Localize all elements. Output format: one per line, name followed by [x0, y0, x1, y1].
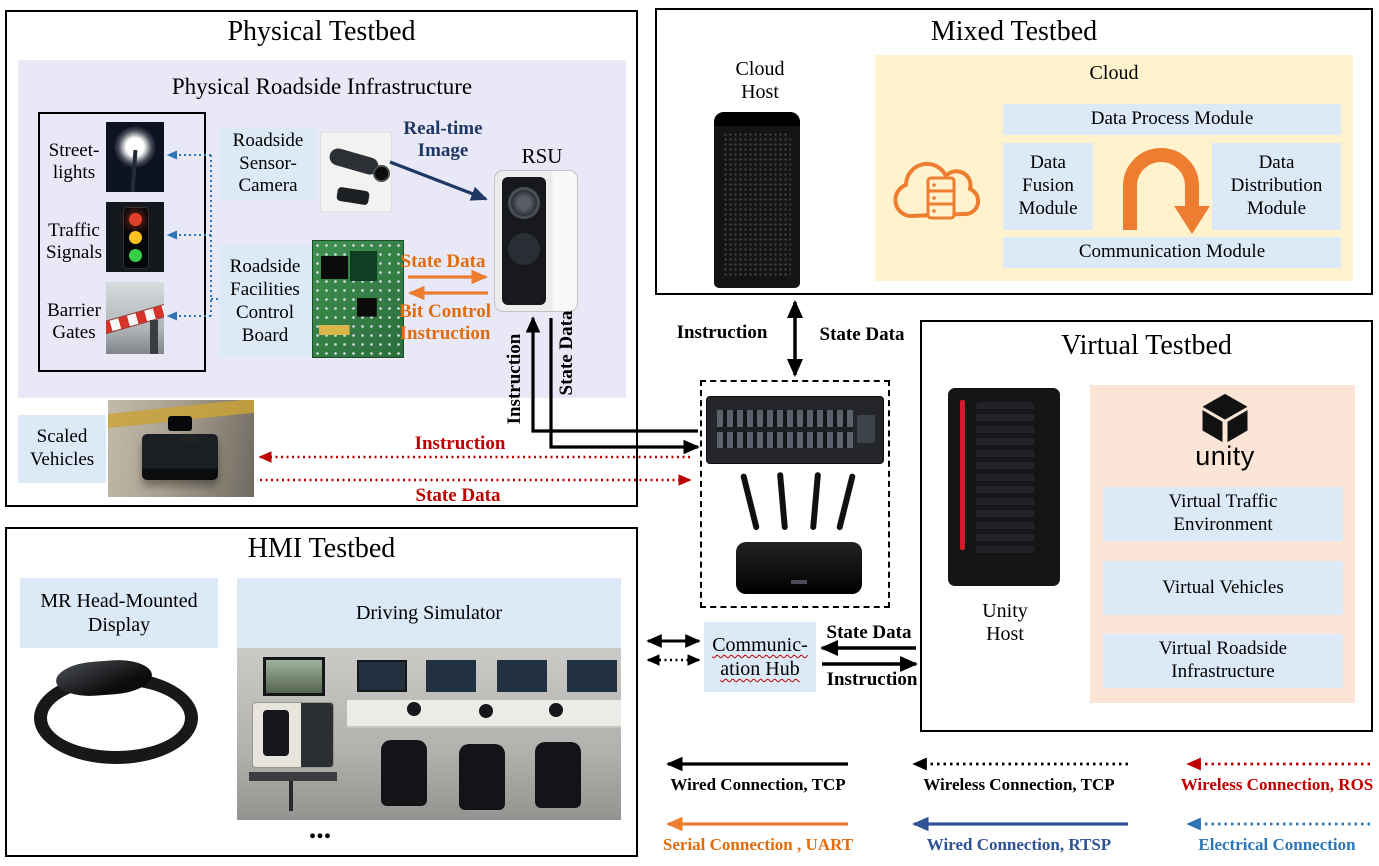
data-distribution-module-label: Data Distribution Module — [1230, 152, 1323, 219]
office-chair — [381, 740, 427, 806]
data-process-module-label: Data Process Module — [1090, 108, 1254, 130]
network-devices-box — [700, 380, 890, 608]
router-antenna — [776, 471, 788, 531]
legend-serial-uart-label: Serial Connection , UART — [662, 835, 854, 854]
roadside-camera-photo — [320, 132, 392, 212]
control-board-label: Roadside Facilities Control Board — [229, 256, 301, 346]
legend-wired-tcp-label: Wired Connection, TCP — [670, 775, 846, 794]
hub-state-data-label: State Data — [826, 622, 912, 643]
hub-instruction-label: Instruction — [826, 669, 918, 690]
unity-cube-left — [1202, 410, 1223, 443]
driving-simulator-photo-left — [237, 648, 347, 820]
server-shelves — [928, 189, 954, 206]
unity-cube-top — [1202, 393, 1248, 420]
router-antenna — [836, 472, 856, 531]
rsu-instruction-label: Instruction — [503, 333, 525, 425]
unity-cube-right — [1227, 410, 1248, 443]
realtime-image-label: Real-time Image — [403, 118, 483, 162]
control-board-photo — [312, 240, 404, 358]
street-lights-photo — [106, 122, 164, 192]
simulator-tripod — [289, 781, 293, 811]
control-board-box: Roadside Facilities Control Board — [218, 246, 312, 358]
vehicle-state-data-label: State Data — [415, 485, 501, 506]
barrier-gates-label: Barrier Gates — [47, 300, 101, 344]
network-switch-image — [706, 396, 884, 464]
cloud-host-tower-image — [714, 112, 800, 288]
driving-simulator-photo-right — [347, 648, 621, 820]
router-antenna — [740, 472, 760, 531]
driving-simulator-box: Driving Simulator — [237, 578, 621, 648]
communication-module: Communication Module — [1003, 237, 1341, 268]
rsu-label: RSU — [521, 144, 563, 168]
rsu-state-data-label: State Data — [555, 310, 577, 396]
virtual-testbed-title: Virtual Testbed — [1061, 330, 1232, 361]
bit-control-instruction-label: Bit Control Instruction — [398, 301, 491, 345]
physical-infrastructure-title: Physical Roadside Infrastructure — [171, 74, 473, 99]
legend-wired-rtsp-label: Wired Connection, RTSP — [926, 835, 1112, 854]
simulator-seat — [263, 710, 289, 756]
street-lights-label: Street-lights — [48, 140, 100, 184]
data-process-module: Data Process Module — [1003, 104, 1341, 135]
floor-marking — [108, 400, 254, 429]
cloud-server-icon — [893, 161, 981, 220]
virtual-roadside-infrastructure-module: Virtual Roadside Infrastructure — [1103, 634, 1343, 688]
vehicle-instruction-label: Instruction — [414, 433, 506, 454]
server-rack — [926, 176, 956, 220]
rsu-tower-image — [494, 170, 578, 312]
mr-display-label: MR Head-Mounted Display — [40, 590, 198, 636]
hmi-ellipsis: ... — [308, 812, 332, 845]
legend-wireless-tcp-label: Wireless Connection, TCP — [923, 775, 1115, 794]
virtual-traffic-environment-label: Virtual Traffic Environment — [1168, 491, 1278, 535]
roadside-sensor-camera-label: Roadside Sensor-Camera — [232, 129, 304, 197]
legend-electrical-label: Electrical Connection — [1198, 835, 1356, 854]
board-state-data-label: State Data — [400, 251, 486, 272]
router-antenna — [810, 471, 822, 531]
unity-logo-icon — [1202, 393, 1248, 443]
data-fusion-module-label: Data Fusion Module — [1018, 152, 1078, 219]
scaled-vehicles-label: Scaled Vehicles — [29, 426, 95, 470]
roadside-sensor-camera-box: Roadside Sensor-Camera — [218, 128, 318, 200]
communication-hub-label-line2: ation Hub — [720, 658, 800, 680]
wifi-router-image — [736, 470, 862, 600]
communication-module-label: Communication Module — [1078, 241, 1266, 263]
hmi-testbed-title: HMI Testbed — [247, 533, 396, 564]
mr-display-box: MR Head-Mounted Display — [20, 578, 218, 648]
communication-hub-label-line1: Communic- — [712, 634, 808, 656]
unity-wordmark: unity — [1195, 441, 1255, 471]
traffic-signals-label: Traffic Signals — [46, 220, 102, 264]
cloud-state-data-label: State Data — [819, 324, 905, 345]
cloud-outline — [893, 161, 981, 218]
steering-wheel — [407, 702, 421, 716]
virtual-roadside-infrastructure-label: Virtual Roadside Infrastructure — [1158, 638, 1288, 682]
legend-wireless-ros-label: Wireless Connection, ROS — [1180, 775, 1374, 794]
mixed-testbed-title: Mixed Testbed — [930, 16, 1098, 47]
traffic-signals-photo — [106, 202, 164, 272]
cloud-title: Cloud — [1089, 62, 1139, 84]
barrier-gates-photo — [106, 282, 164, 354]
cloud-instruction-label: Instruction — [676, 322, 768, 343]
data-fusion-module: Data Fusion Module — [1003, 143, 1093, 230]
camera-unit — [336, 186, 370, 206]
hololens-image — [28, 656, 198, 764]
scaled-vehicles-box: Scaled Vehicles — [18, 415, 106, 483]
scaled-vehicle-photo — [108, 400, 254, 497]
physical-testbed-title: Physical Testbed — [227, 16, 416, 47]
virtual-vehicles-module: Virtual Vehicles — [1103, 561, 1343, 615]
virtual-traffic-environment-module: Virtual Traffic Environment — [1103, 487, 1343, 541]
communication-hub-box: Communic- ation Hub — [704, 622, 816, 692]
virtual-vehicles-label: Virtual Vehicles — [1162, 576, 1284, 598]
simulator-base — [249, 772, 337, 781]
unity-host-label: Unity Host — [982, 600, 1028, 646]
data-distribution-module: Data Distribution Module — [1212, 143, 1341, 230]
cloud-host-label: Cloud Host — [735, 58, 785, 104]
switch-sfp-ports — [857, 415, 875, 443]
unity-host-tower-image — [948, 388, 1060, 586]
driving-simulator-label: Driving Simulator — [355, 602, 503, 624]
roadside-items-box: Street-lights Traffic Signals Barrier Ga… — [38, 112, 206, 372]
